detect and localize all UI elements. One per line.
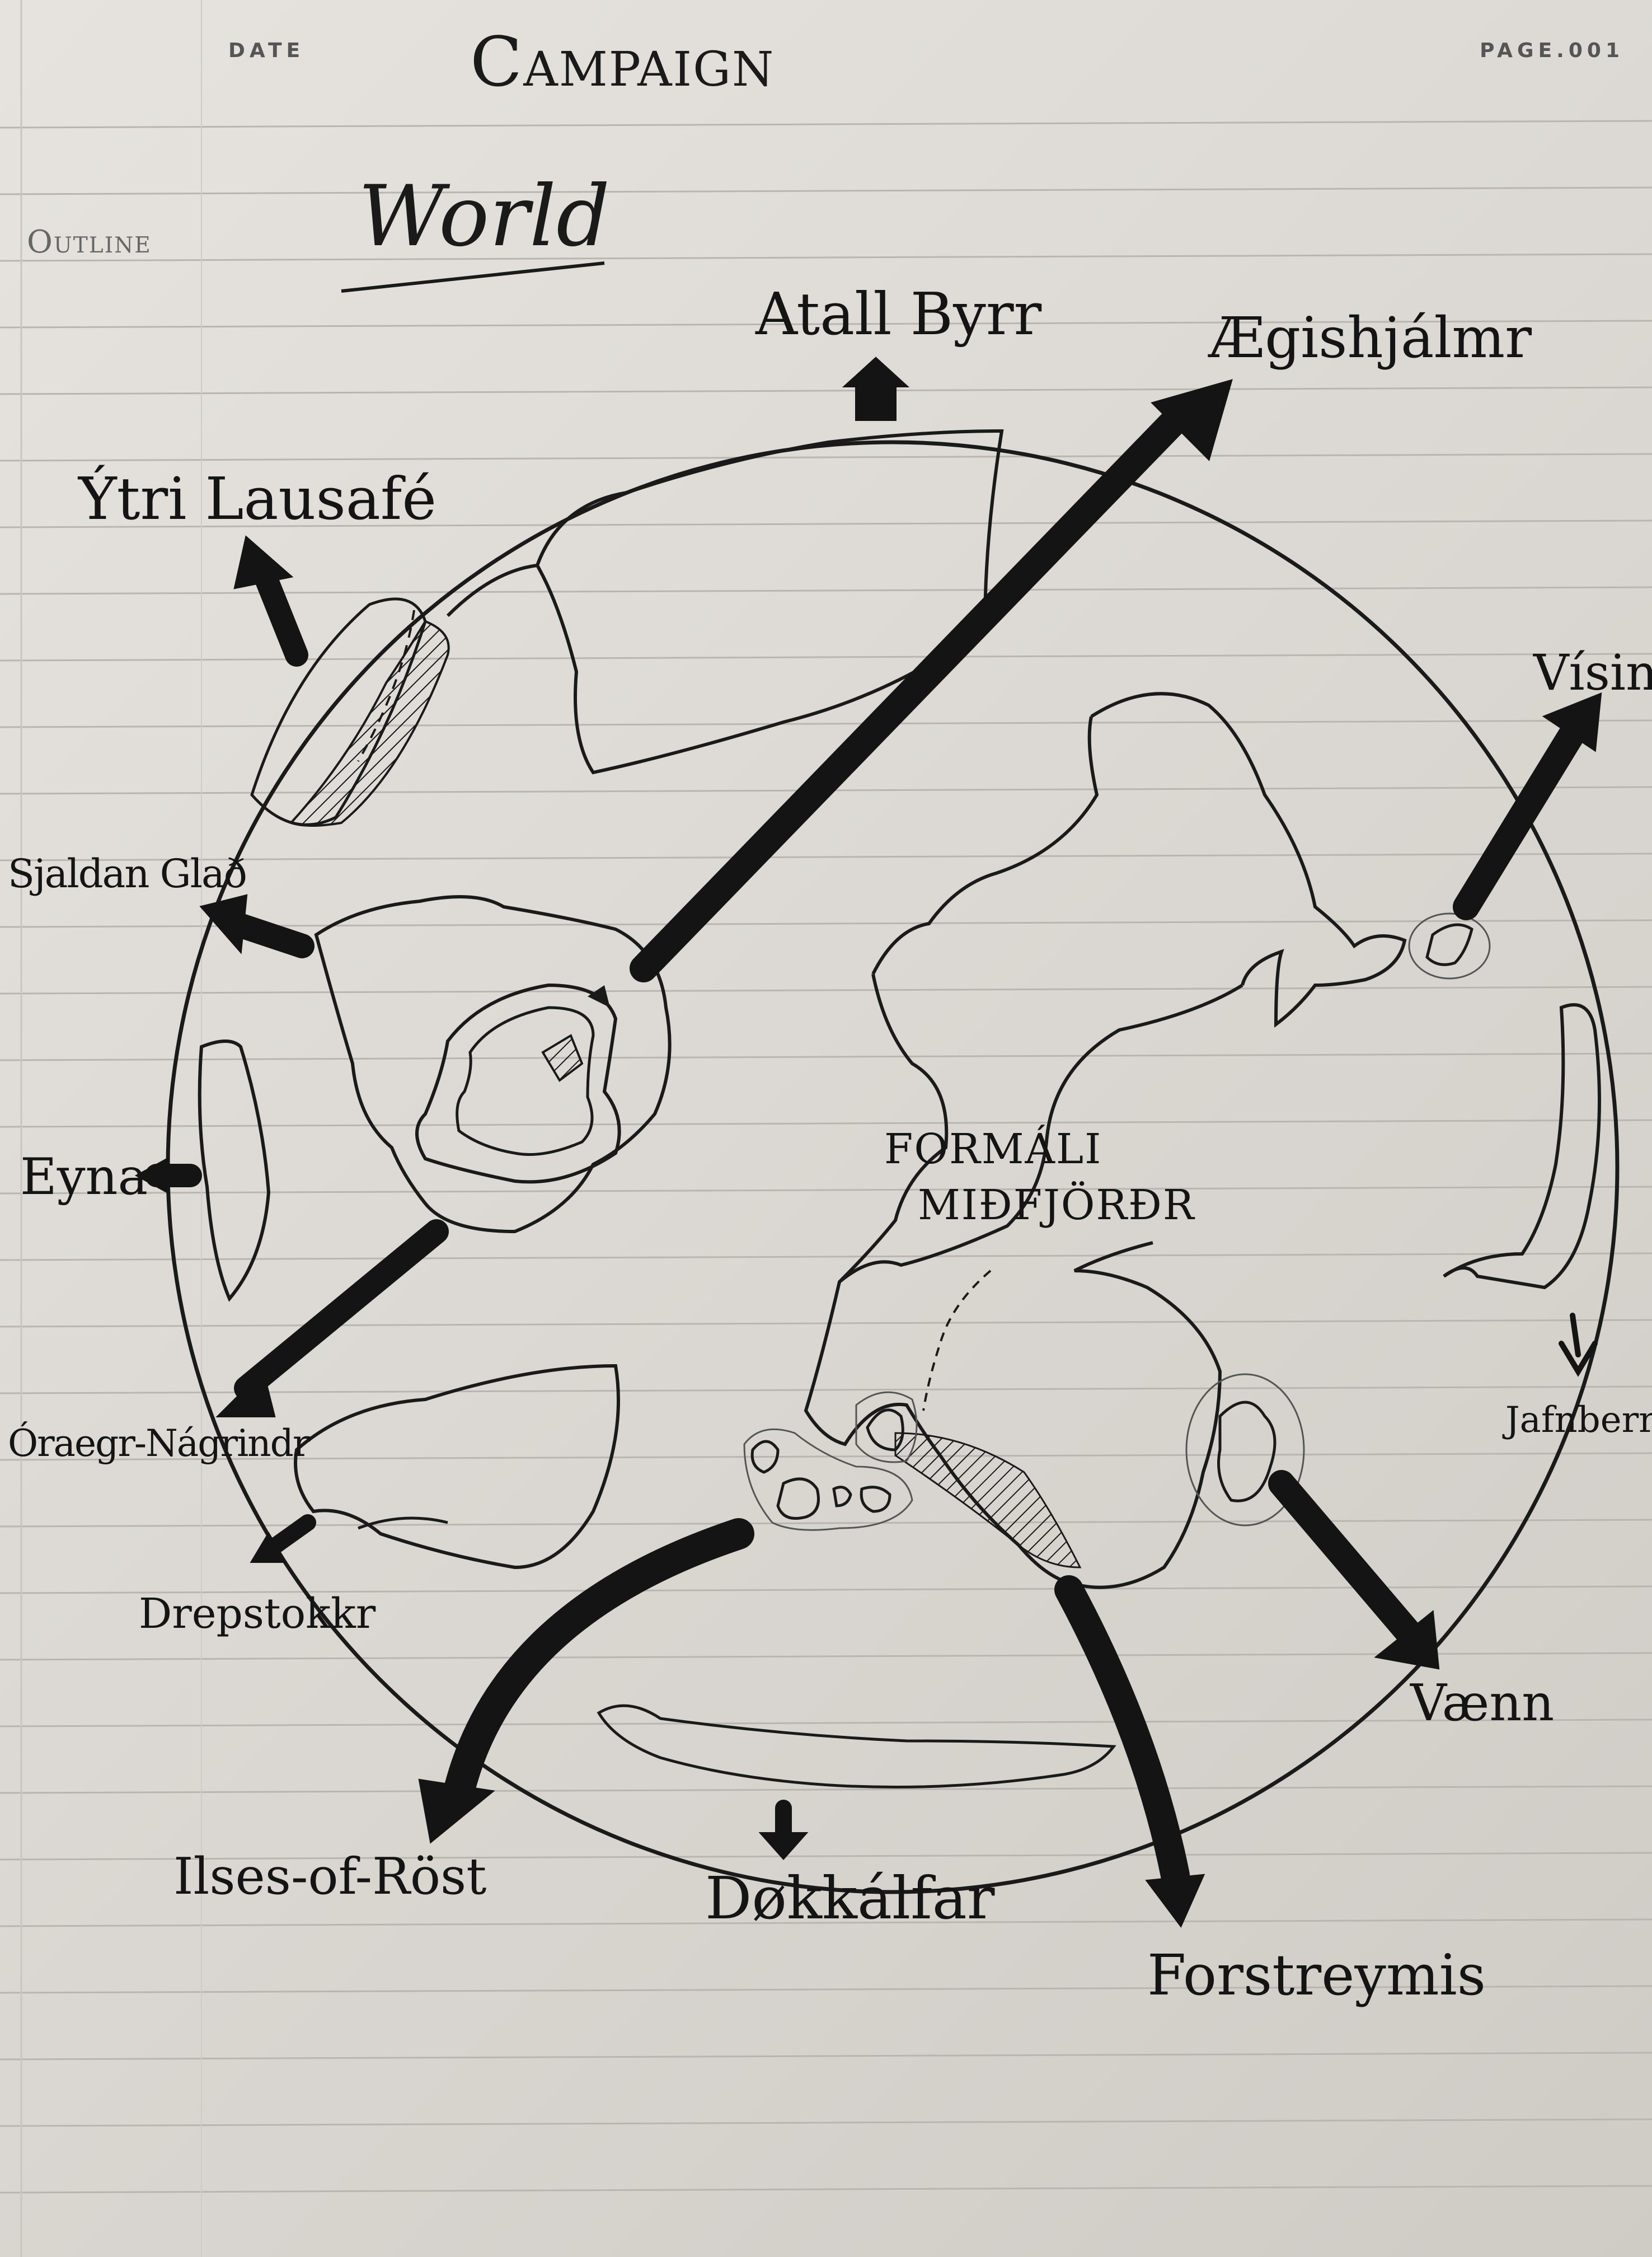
ruled-line [0, 253, 1652, 262]
label-isles-of-rost: Ilses-of-Röst [173, 1847, 487, 1906]
label-oraegr-nagrindr: Óraegr-Nágrindr [8, 1422, 310, 1465]
visindi-halo [1408, 912, 1491, 980]
center-label-line1: FORMÁLI [884, 1125, 1102, 1173]
arrows [134, 357, 1602, 1928]
arrow-atall-byrr [842, 357, 910, 421]
visindi-island [1425, 923, 1473, 966]
isles-of-rost-group [750, 1408, 904, 1520]
inner-peak-small [588, 985, 610, 1008]
arrow-jafnberr [1570, 1313, 1581, 1357]
vaenn-island [1217, 1401, 1276, 1502]
label-jafnberr: Jafnberr [1505, 1399, 1652, 1441]
ruled-line [0, 719, 1652, 728]
campaign-title: Campaign [470, 22, 775, 102]
ytri-lausafe-cliff [289, 620, 450, 827]
ruled-line [0, 1452, 1652, 1461]
label-ytri-lausafe: Ýtri Lausafé [78, 465, 437, 533]
formali-southern-hatch [894, 1432, 1082, 1568]
arrow-oraegr-nagrindr [234, 1219, 449, 1401]
southwest-coast [358, 1516, 448, 1530]
ruled-line [0, 1918, 1652, 1927]
ruled-line [0, 1652, 1652, 1661]
ruled-line [0, 986, 1652, 995]
dokkalfar-island [597, 1704, 1116, 1788]
ruled-line [0, 2185, 1652, 2194]
ruled-line [0, 519, 1652, 528]
label-visindi: Vísindi [1533, 644, 1652, 701]
inner-lake-ring-outer [415, 983, 621, 1184]
ruled-line [0, 2052, 1652, 2061]
formali-west-coast [838, 973, 949, 1284]
page-number: PAGE.001 [1480, 39, 1624, 62]
label-vaenn: Vænn [1410, 1674, 1555, 1732]
ruled-line [0, 1052, 1652, 1061]
ruled-line [0, 2118, 1652, 2127]
eyna-island [198, 1039, 271, 1302]
ruled-line [0, 1519, 1652, 1528]
isles-halo-west [743, 1428, 913, 1531]
arrow-sjaldan-glad [223, 911, 315, 958]
label-sjaldan-glad: Sjaldan Glað [8, 851, 247, 897]
north-continent [446, 429, 1004, 775]
ruled-line [0, 853, 1652, 861]
ruled-line [0, 1186, 1652, 1195]
world-underline [341, 261, 605, 293]
ruled-line [0, 1785, 1652, 1794]
ruled-line [0, 386, 1652, 395]
label-eyna: Eyna [20, 1148, 148, 1206]
jafnberr-island [1443, 1003, 1601, 1290]
label-drepstokkr: Drepstokkr [139, 1590, 376, 1638]
ruled-line [0, 1985, 1652, 1994]
date-label: DATE [228, 39, 305, 62]
label-dokkalfar: Døkkálfar [705, 1864, 995, 1932]
ruled-line [0, 186, 1652, 195]
world-title: World [358, 168, 610, 265]
ruled-line [0, 653, 1652, 662]
sjaldan-glad-continent [314, 895, 672, 1234]
ruled-line [0, 1385, 1652, 1394]
ruled-line [0, 586, 1652, 595]
arrow-isles-of-rost [443, 1518, 754, 1807]
label-atall-byrr: Atall Byrr [755, 280, 1042, 348]
southwest-continent [294, 1364, 620, 1570]
ruled-line [0, 1852, 1652, 1861]
label-aegishjalmr: Ægishjálmr [1209, 305, 1532, 371]
isles-halo-east [855, 1391, 918, 1463]
ruled-line [0, 1319, 1652, 1328]
arrow-forstreymis [1054, 1575, 1190, 1890]
ruled-line [0, 1119, 1652, 1128]
ruled-line [0, 1252, 1652, 1261]
arrow-visindi [1453, 720, 1586, 920]
center-label-line2: MIÐFJÖRÐR [918, 1181, 1195, 1229]
outline-label: Outline [27, 224, 152, 260]
vaenn-halo [1185, 1373, 1305, 1526]
ytri-dashed-edge [357, 610, 415, 762]
ruled-line [0, 1718, 1652, 1727]
ruled-line [0, 120, 1652, 129]
label-forstreymis: Forstreymis [1147, 1942, 1486, 2008]
ruled-line [0, 320, 1652, 329]
inner-lake-ring-inner [456, 1006, 595, 1156]
arrow-vaenn [1268, 1470, 1424, 1648]
inner-peak [541, 1034, 584, 1082]
arrow-ytri-lausafe [251, 559, 308, 667]
ruled-line [0, 453, 1652, 462]
arrow-aegishjalmr [630, 395, 1200, 982]
